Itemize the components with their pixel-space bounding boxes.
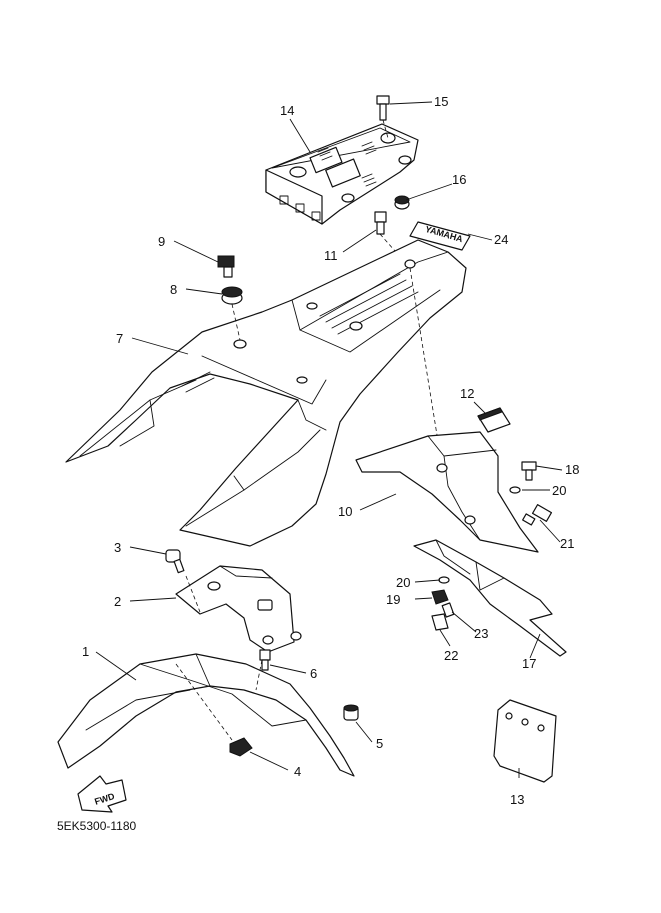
damper-8 bbox=[221, 286, 243, 305]
callout-21: 21 bbox=[560, 536, 574, 551]
leader-lines bbox=[95, 101, 563, 778]
callout-24: 24 bbox=[494, 232, 508, 247]
callout-14: 14 bbox=[280, 103, 294, 118]
callout-12: 12 bbox=[460, 386, 474, 401]
nut-19 bbox=[431, 589, 449, 605]
bolt-15 bbox=[376, 95, 390, 139]
washer-20a bbox=[509, 486, 521, 494]
callout-4: 4 bbox=[294, 764, 301, 779]
rear-fender bbox=[65, 239, 467, 547]
bolt-6 bbox=[259, 649, 271, 671]
nut-22 bbox=[431, 613, 449, 631]
callout-15: 15 bbox=[434, 94, 448, 109]
callout-20-lower: 20 bbox=[396, 575, 410, 590]
reflector-12 bbox=[477, 407, 511, 433]
callout-20-upper: 20 bbox=[552, 483, 566, 498]
screw-18 bbox=[521, 461, 537, 481]
washer-20b bbox=[438, 576, 450, 584]
callout-11: 11 bbox=[324, 248, 338, 263]
callout-5: 5 bbox=[376, 736, 383, 751]
spacer-23 bbox=[441, 602, 455, 618]
collar-5 bbox=[343, 704, 359, 721]
callout-22: 22 bbox=[444, 648, 458, 663]
callout-9: 9 bbox=[158, 234, 165, 249]
callout-labels: 1 2 3 4 5 6 7 8 9 10 11 12 13 14 15 16 1… bbox=[82, 94, 579, 807]
callout-1: 1 bbox=[82, 644, 89, 659]
callout-19: 19 bbox=[386, 592, 400, 607]
damper-16 bbox=[394, 195, 410, 210]
callout-16: 16 bbox=[452, 172, 466, 187]
callout-17: 17 bbox=[522, 656, 536, 671]
diagram-code: 5EK5300-1180 bbox=[57, 819, 137, 833]
callout-13: 13 bbox=[510, 792, 524, 807]
number-plate bbox=[493, 699, 557, 783]
front-fender bbox=[57, 653, 355, 777]
callout-3: 3 bbox=[114, 540, 121, 555]
callout-6: 6 bbox=[310, 666, 317, 681]
license-bracket bbox=[413, 539, 567, 657]
bolt-9 bbox=[217, 255, 241, 341]
callout-2: 2 bbox=[114, 594, 121, 609]
callout-23: 23 bbox=[474, 626, 488, 641]
callout-8: 8 bbox=[170, 282, 177, 297]
bolt-21 bbox=[522, 504, 553, 526]
nut-4 bbox=[229, 737, 253, 757]
callout-18: 18 bbox=[565, 462, 579, 477]
bolt-3 bbox=[165, 549, 185, 574]
front-fender-bracket bbox=[175, 565, 302, 653]
rear-flap bbox=[355, 431, 539, 553]
rear-carrier bbox=[265, 123, 419, 225]
callout-10: 10 bbox=[338, 504, 352, 519]
fwd-arrow: FWD bbox=[77, 775, 127, 813]
callout-7: 7 bbox=[116, 331, 123, 346]
